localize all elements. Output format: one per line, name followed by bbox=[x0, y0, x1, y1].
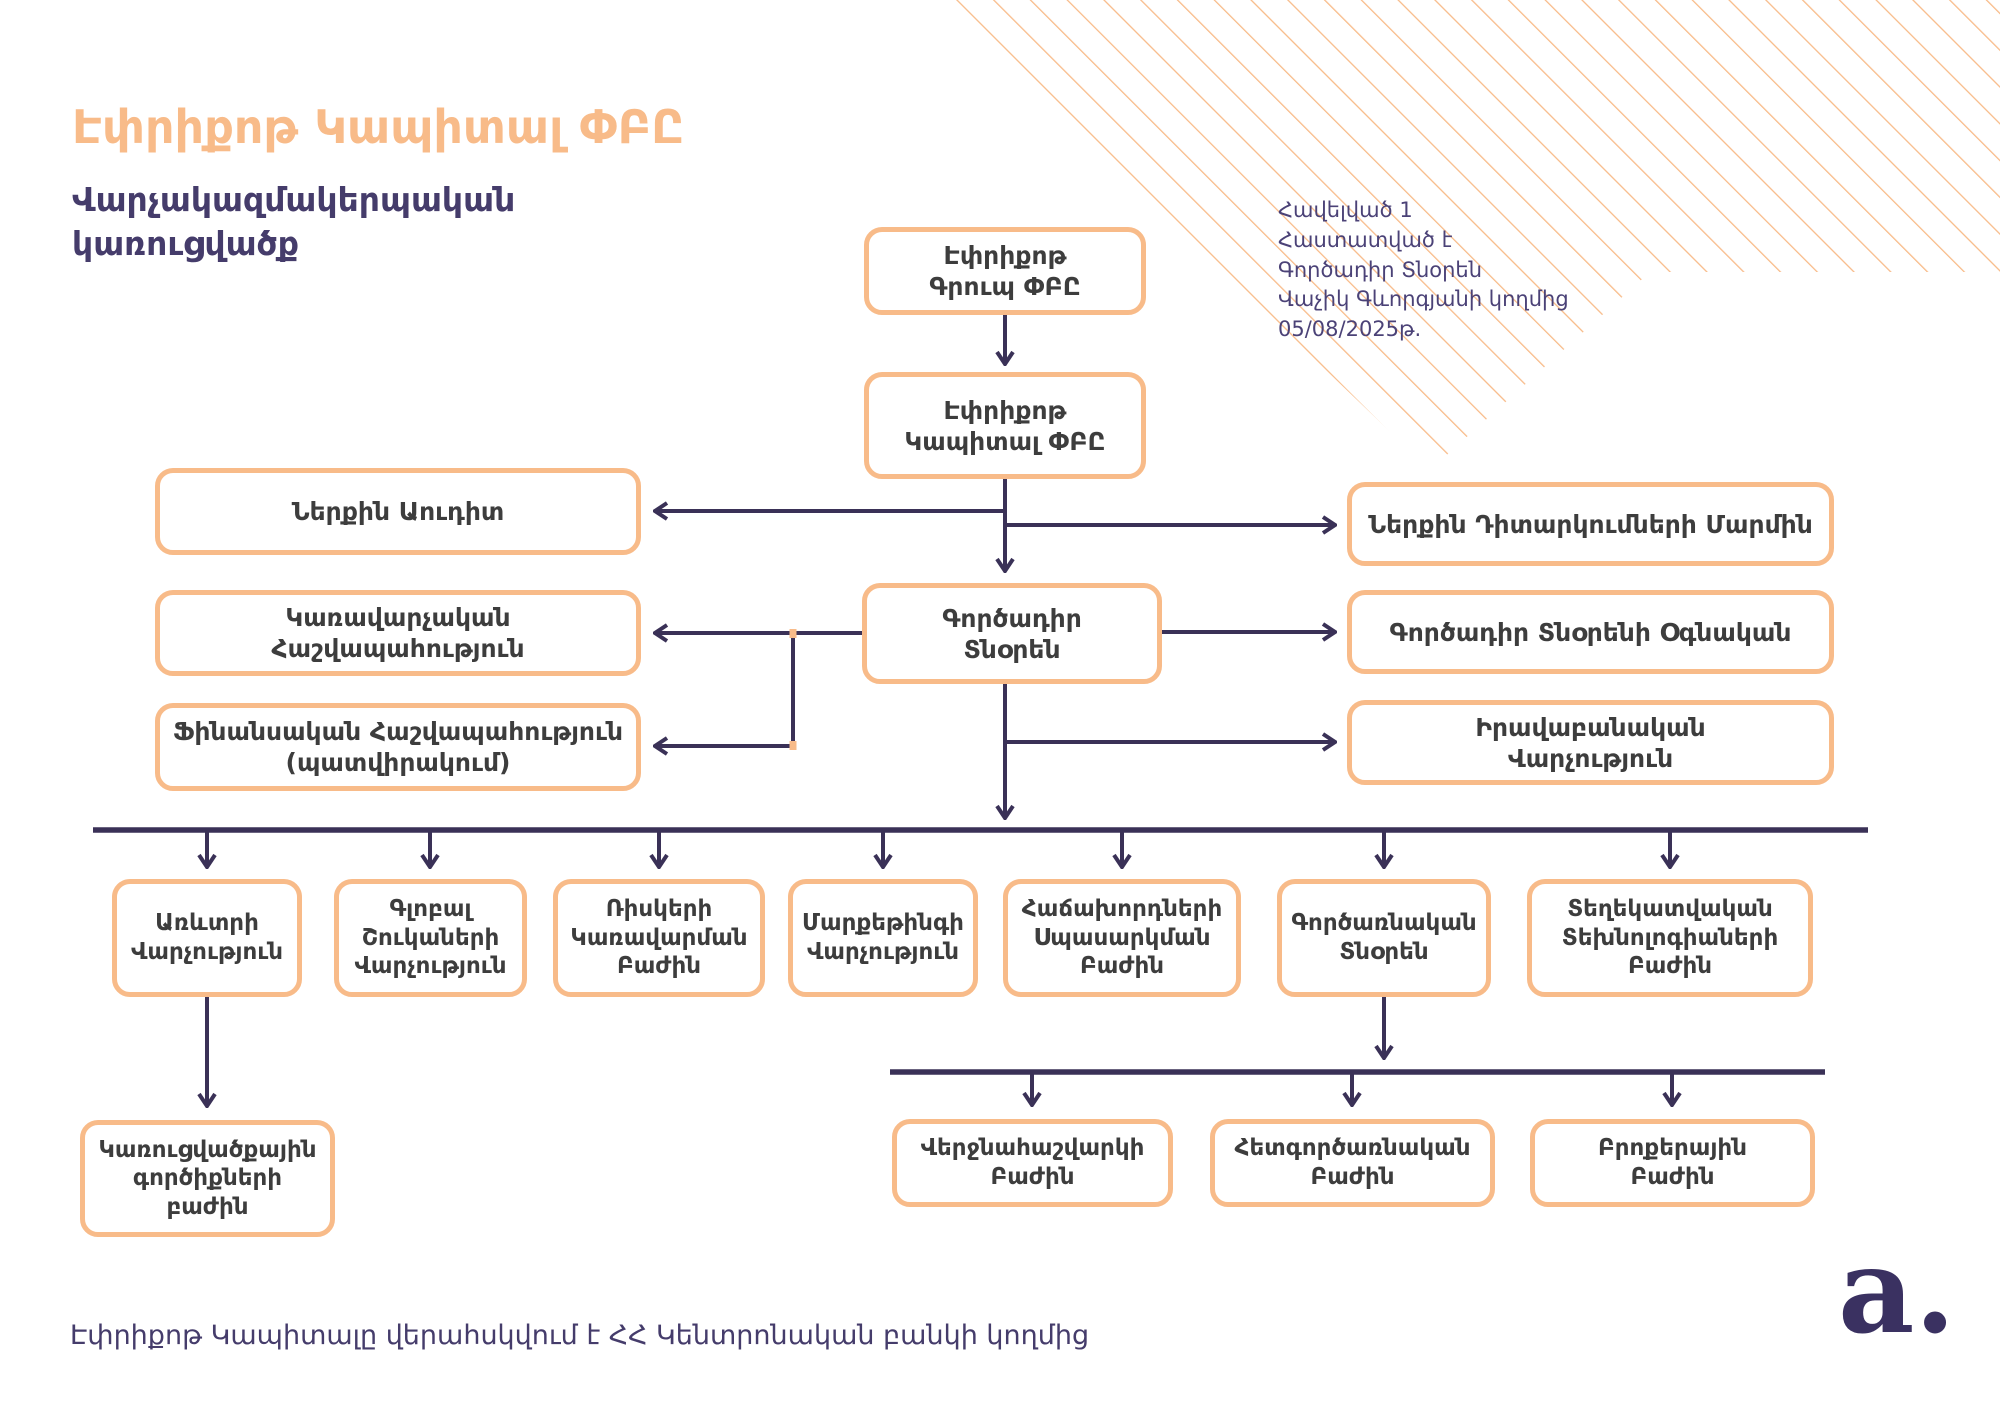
page-title: Էփրիքոթ Կապիտալ ՓԲԸ bbox=[72, 100, 685, 154]
regulator-note: Էփրիքոթ Կապիտալը վերահսկվում է ՀՀ Կենտրո… bbox=[70, 1320, 1090, 1351]
box-financial-accounting: Ֆինանսական Հաշվապահություն (պատվիրակում) bbox=[155, 703, 641, 791]
box-brokerage: Բրոքերային Բաժին bbox=[1530, 1119, 1815, 1207]
diagonal-stripes-decoration bbox=[940, 0, 2000, 470]
box-global-markets: Գլոբալ Շուկաների Վարչություն bbox=[334, 879, 527, 997]
box-marketing: Մարքեթինգի Վարչություն bbox=[788, 879, 978, 997]
box-management-accounting: Կառավարչական Հաշվապահություն bbox=[155, 590, 641, 676]
box-client-service: Հաճախորդների Սպասարկման Բաժին bbox=[1003, 879, 1241, 997]
company-logo: a. bbox=[1838, 1221, 1956, 1360]
box-legal: Իրավաբանական Վարչություն bbox=[1347, 700, 1834, 785]
box-internal-observers: Ներքին Դիտարկումների Մարմին bbox=[1347, 482, 1834, 566]
box-ceo-assistant: Գործադիր Տնօրենի Օգնական bbox=[1347, 590, 1834, 674]
box-ceo: Գործադիր Տնօրեն bbox=[862, 583, 1162, 684]
approval-note: Հավելված 1 Հաստատված է Գործադիր Տնօրեն Վ… bbox=[1278, 198, 1569, 342]
box-group: Էփրիքոթ Գրուպ ՓԲԸ bbox=[864, 227, 1146, 315]
box-post-trade: Հետգործառնական Բաժին bbox=[1210, 1119, 1495, 1207]
box-trade: Առևտրի Վարչություն bbox=[112, 879, 302, 997]
box-internal-audit: Ներքին Աուդիտ bbox=[155, 468, 641, 555]
box-settlement: Վերջնահաշվարկի Բաժին bbox=[892, 1119, 1173, 1207]
junction-dots bbox=[789, 629, 797, 750]
connectors bbox=[93, 315, 1868, 1106]
box-capital: Էփրիքոթ Կապիտալ ՓԲԸ bbox=[864, 372, 1146, 479]
box-coo: Գործառնական Տնօրեն bbox=[1277, 879, 1491, 997]
page-subtitle: Վարչակազմակերպական կառուցվածք bbox=[72, 180, 516, 263]
box-risk-management: Ռիսկերի Կառավարման Բաժին bbox=[553, 879, 765, 997]
box-it: Տեղեկատվական Տեխնոլոգիաների Բաժին bbox=[1527, 879, 1813, 997]
box-structured-instruments: Կառուցվածքային գործիքների բաժին bbox=[80, 1120, 335, 1237]
